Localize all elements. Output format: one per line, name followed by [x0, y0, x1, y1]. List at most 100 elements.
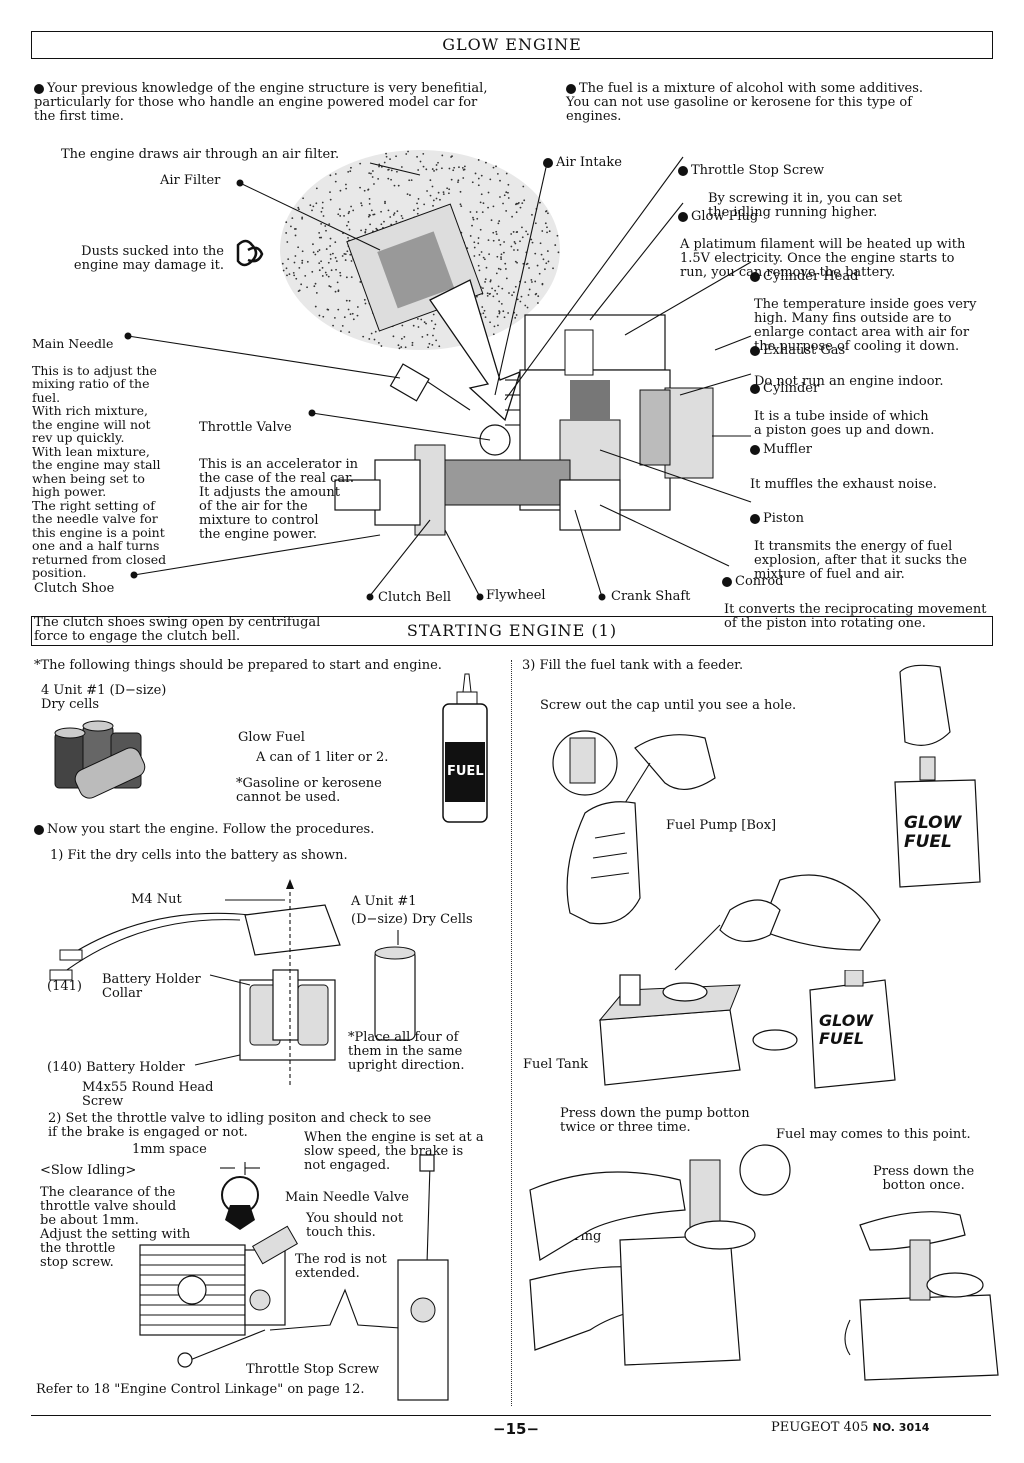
dust-speck: [387, 169, 390, 171]
dust-speck: [314, 282, 317, 285]
dust-speck: [511, 215, 513, 218]
dust-speck: [325, 273, 328, 276]
dust-speck: [346, 224, 348, 227]
dust-speck: [503, 194, 506, 197]
dust-speck: [492, 333, 495, 336]
dust-speck: [370, 172, 372, 175]
dust-speck: [314, 253, 317, 256]
dust-speck: [417, 169, 420, 171]
dust-speck: [395, 155, 397, 158]
dust-speck: [498, 312, 501, 315]
dust-speck: [318, 269, 321, 272]
dust-speck: [318, 314, 321, 317]
dust-speck: [396, 210, 399, 213]
dust-speck: [392, 335, 395, 338]
dust-speck: [334, 241, 337, 244]
dust-speck: [514, 285, 517, 288]
dust-speck: [457, 179, 460, 182]
dust-speck: [535, 292, 538, 295]
page-number: −15−: [493, 1420, 540, 1438]
dust-speck: [321, 266, 324, 269]
fuel-bottle-label: FUEL: [447, 764, 484, 779]
dust-speck: [502, 251, 505, 254]
dust-speck: [410, 179, 413, 182]
dust-speck: [345, 183, 347, 186]
glow-engine-header: GLOW ENGINE: [31, 31, 993, 59]
dust-speck: [460, 205, 463, 208]
dust-speck: [417, 326, 420, 328]
exhaust-gas-part: Exhaust Gas Do not run an engine indoor.: [750, 330, 1010, 403]
dust-speck: [322, 315, 325, 318]
dust-speck: [346, 250, 349, 253]
dust-speck: [411, 344, 414, 346]
dust-speck: [359, 186, 361, 189]
dust-speck: [367, 188, 370, 191]
dust-speck: [359, 281, 362, 283]
dust-speck: [496, 315, 499, 318]
bullet-icon: [722, 577, 732, 587]
dust-speck: [459, 203, 462, 206]
bullet-icon: [566, 83, 576, 94]
dust-speck: [348, 331, 351, 334]
dust-speck: [380, 223, 383, 226]
dust-speck: [498, 310, 501, 312]
dust-speck: [526, 233, 529, 236]
dust-speck: [367, 215, 370, 218]
fuel-may-come-note: Fuel may comes to this point.: [776, 1127, 971, 1142]
dust-speck: [435, 339, 438, 342]
dust-speck: [437, 191, 440, 194]
dust-speck: [320, 210, 323, 213]
dust-speck: [327, 308, 330, 311]
dust-speck: [320, 222, 323, 225]
dust-speck: [334, 256, 337, 259]
dust-speck: [425, 168, 428, 171]
dust-speck: [338, 208, 341, 211]
fuel-pump-illustration: [552, 730, 716, 925]
cylinder-head-part: Cylinder Head The temperature inside goe…: [750, 256, 1010, 368]
dust-speck: [335, 260, 338, 263]
dust-speck: [463, 165, 466, 168]
dust-speck: [521, 202, 524, 205]
dust-speck: [421, 335, 424, 338]
dust-speck: [373, 183, 375, 185]
dust-speck: [335, 268, 337, 271]
dust-speck: [298, 266, 301, 269]
dust-speck: [380, 210, 382, 213]
dust-speck: [370, 209, 373, 212]
dust-speck: [515, 211, 518, 214]
dust-speck: [403, 335, 406, 338]
dust-speck: [349, 253, 352, 256]
dust-speck: [397, 184, 400, 187]
dust-speck: [492, 239, 495, 242]
dust-speck: [329, 174, 332, 177]
fuel-bottle-illustration: FUEL: [437, 672, 489, 824]
dust-speck: [496, 172, 499, 175]
dust-speck: [441, 154, 444, 157]
model-number: NO. 3014: [872, 1421, 930, 1434]
dust-speck: [473, 241, 476, 244]
press-pump-note: Press down the pump botton twice or thre…: [560, 1106, 750, 1135]
dust-speck: [480, 251, 483, 253]
main-needle-part: Main Needle This is to adjust the mixing…: [32, 323, 182, 593]
dust-speck: [491, 287, 493, 290]
bullet-icon: [750, 272, 760, 282]
throttle-valve-part: Throttle Valve This is an accelerator in…: [199, 407, 389, 556]
dust-speck: [523, 199, 526, 202]
place-all-note: *Place all four of them in the same upri…: [348, 1030, 465, 1073]
dust-speck: [315, 292, 318, 294]
dust-speck: [474, 172, 477, 175]
dust-speck: [408, 179, 411, 182]
dust-speck: [528, 267, 530, 269]
dust-speck: [544, 268, 546, 271]
prepare-note: *The following things should be prepared…: [34, 658, 442, 673]
dust-speck: [389, 158, 391, 160]
dust-speck: [498, 220, 501, 222]
dust-speck: [336, 281, 339, 284]
throttle-linkage-illustration: [139, 1154, 449, 1401]
bullet-icon: [750, 514, 760, 524]
dust-speck: [392, 214, 395, 216]
dust-speck: [507, 191, 509, 194]
dust-speck: [482, 256, 485, 259]
dust-speck: [461, 167, 464, 169]
dust-speck: [526, 306, 529, 309]
